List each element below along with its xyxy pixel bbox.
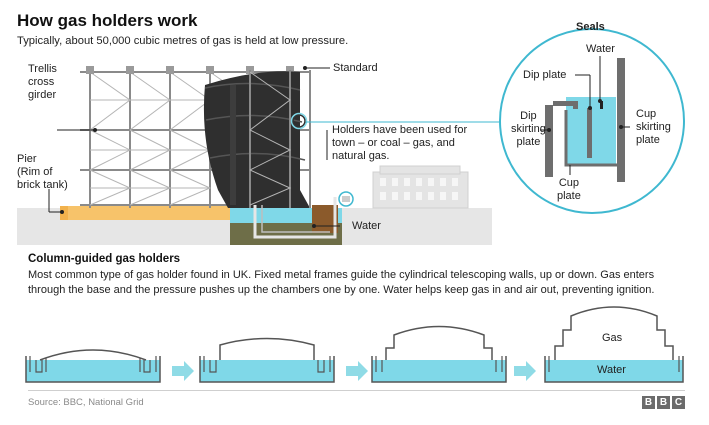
standard-label: Standard (333, 62, 378, 74)
arrow-1 (172, 361, 194, 381)
pier-label-line2: (Rim of (17, 166, 53, 178)
dip-skirting-line3: plate (516, 136, 541, 148)
pier-label: Pier (Rim of brick tank) (17, 153, 68, 192)
stage-3 (371, 325, 507, 383)
stage-4 (544, 306, 684, 383)
stage-water-label: Water (597, 364, 626, 376)
trellis-label-line3: girder (28, 89, 57, 101)
cup-skirting-label: Cup skirting plate (636, 108, 671, 147)
dip-skirting-line2: skirting (511, 123, 546, 135)
trellis-label-line1: Trellis (28, 63, 57, 75)
arrow-2 (346, 361, 368, 381)
seals-title: Seals (576, 21, 605, 33)
cup-skirting-line1: Cup (636, 108, 657, 120)
water-label: Water (352, 220, 381, 232)
dip-skirting-line1: Dip (520, 110, 537, 122)
dip-skirting-label: Dip skirting plate (511, 110, 546, 149)
cup-plate-label: Cup plate (557, 177, 581, 203)
bbc-logo: B B C (642, 396, 685, 409)
footer-divider (28, 390, 685, 391)
stage-2 (199, 337, 335, 383)
source-text: Source: BBC, National Grid (28, 397, 144, 408)
cup-skirting-plate (617, 58, 625, 182)
cup-skirting-line2: skirting (636, 121, 671, 133)
gas-holder-tank (203, 71, 310, 208)
seal-marker-circle (292, 114, 306, 128)
pier-label-line3: brick tank) (17, 179, 68, 191)
pier-label-line1: Pier (17, 153, 37, 165)
cup-plate-line1: Cup (558, 177, 580, 189)
section-title: Column-guided gas holders (28, 253, 181, 265)
holders-note-line1: Holders have been used for (332, 124, 468, 136)
stage-gas-label: Gas (602, 332, 623, 344)
cup-plate-line2: plate (557, 190, 581, 202)
seals-water-label: Water (586, 43, 615, 55)
bbc-logo-letter: B (657, 396, 670, 409)
dip-skirting-plate (545, 105, 553, 177)
cup-skirting-line3: plate (636, 134, 660, 146)
pier-rim (63, 206, 233, 220)
holders-note-line3: natural gas. (332, 150, 390, 162)
pier-rim-end (60, 206, 68, 220)
page-subtitle: Typically, about 50,000 cubic metres of … (17, 35, 349, 47)
bbc-logo-letter: C (672, 396, 685, 409)
trellis-label-line2: cross (28, 76, 55, 88)
section-description: Most common type of gas holder found in … (28, 269, 655, 296)
arrow-3 (514, 361, 536, 381)
page-title: How gas holders work (17, 11, 198, 30)
background-building (372, 165, 469, 209)
dip-plate (587, 108, 592, 158)
stage-1 (25, 349, 161, 383)
dip-plate-label: Dip plate (523, 69, 567, 81)
holders-note-line2: town – or coal – gas, and (332, 137, 455, 149)
trellis-label: Trellis cross girder (28, 63, 57, 102)
holders-note: Holders have been used for town – or coa… (332, 124, 467, 163)
bbc-logo-letter: B (642, 396, 655, 409)
